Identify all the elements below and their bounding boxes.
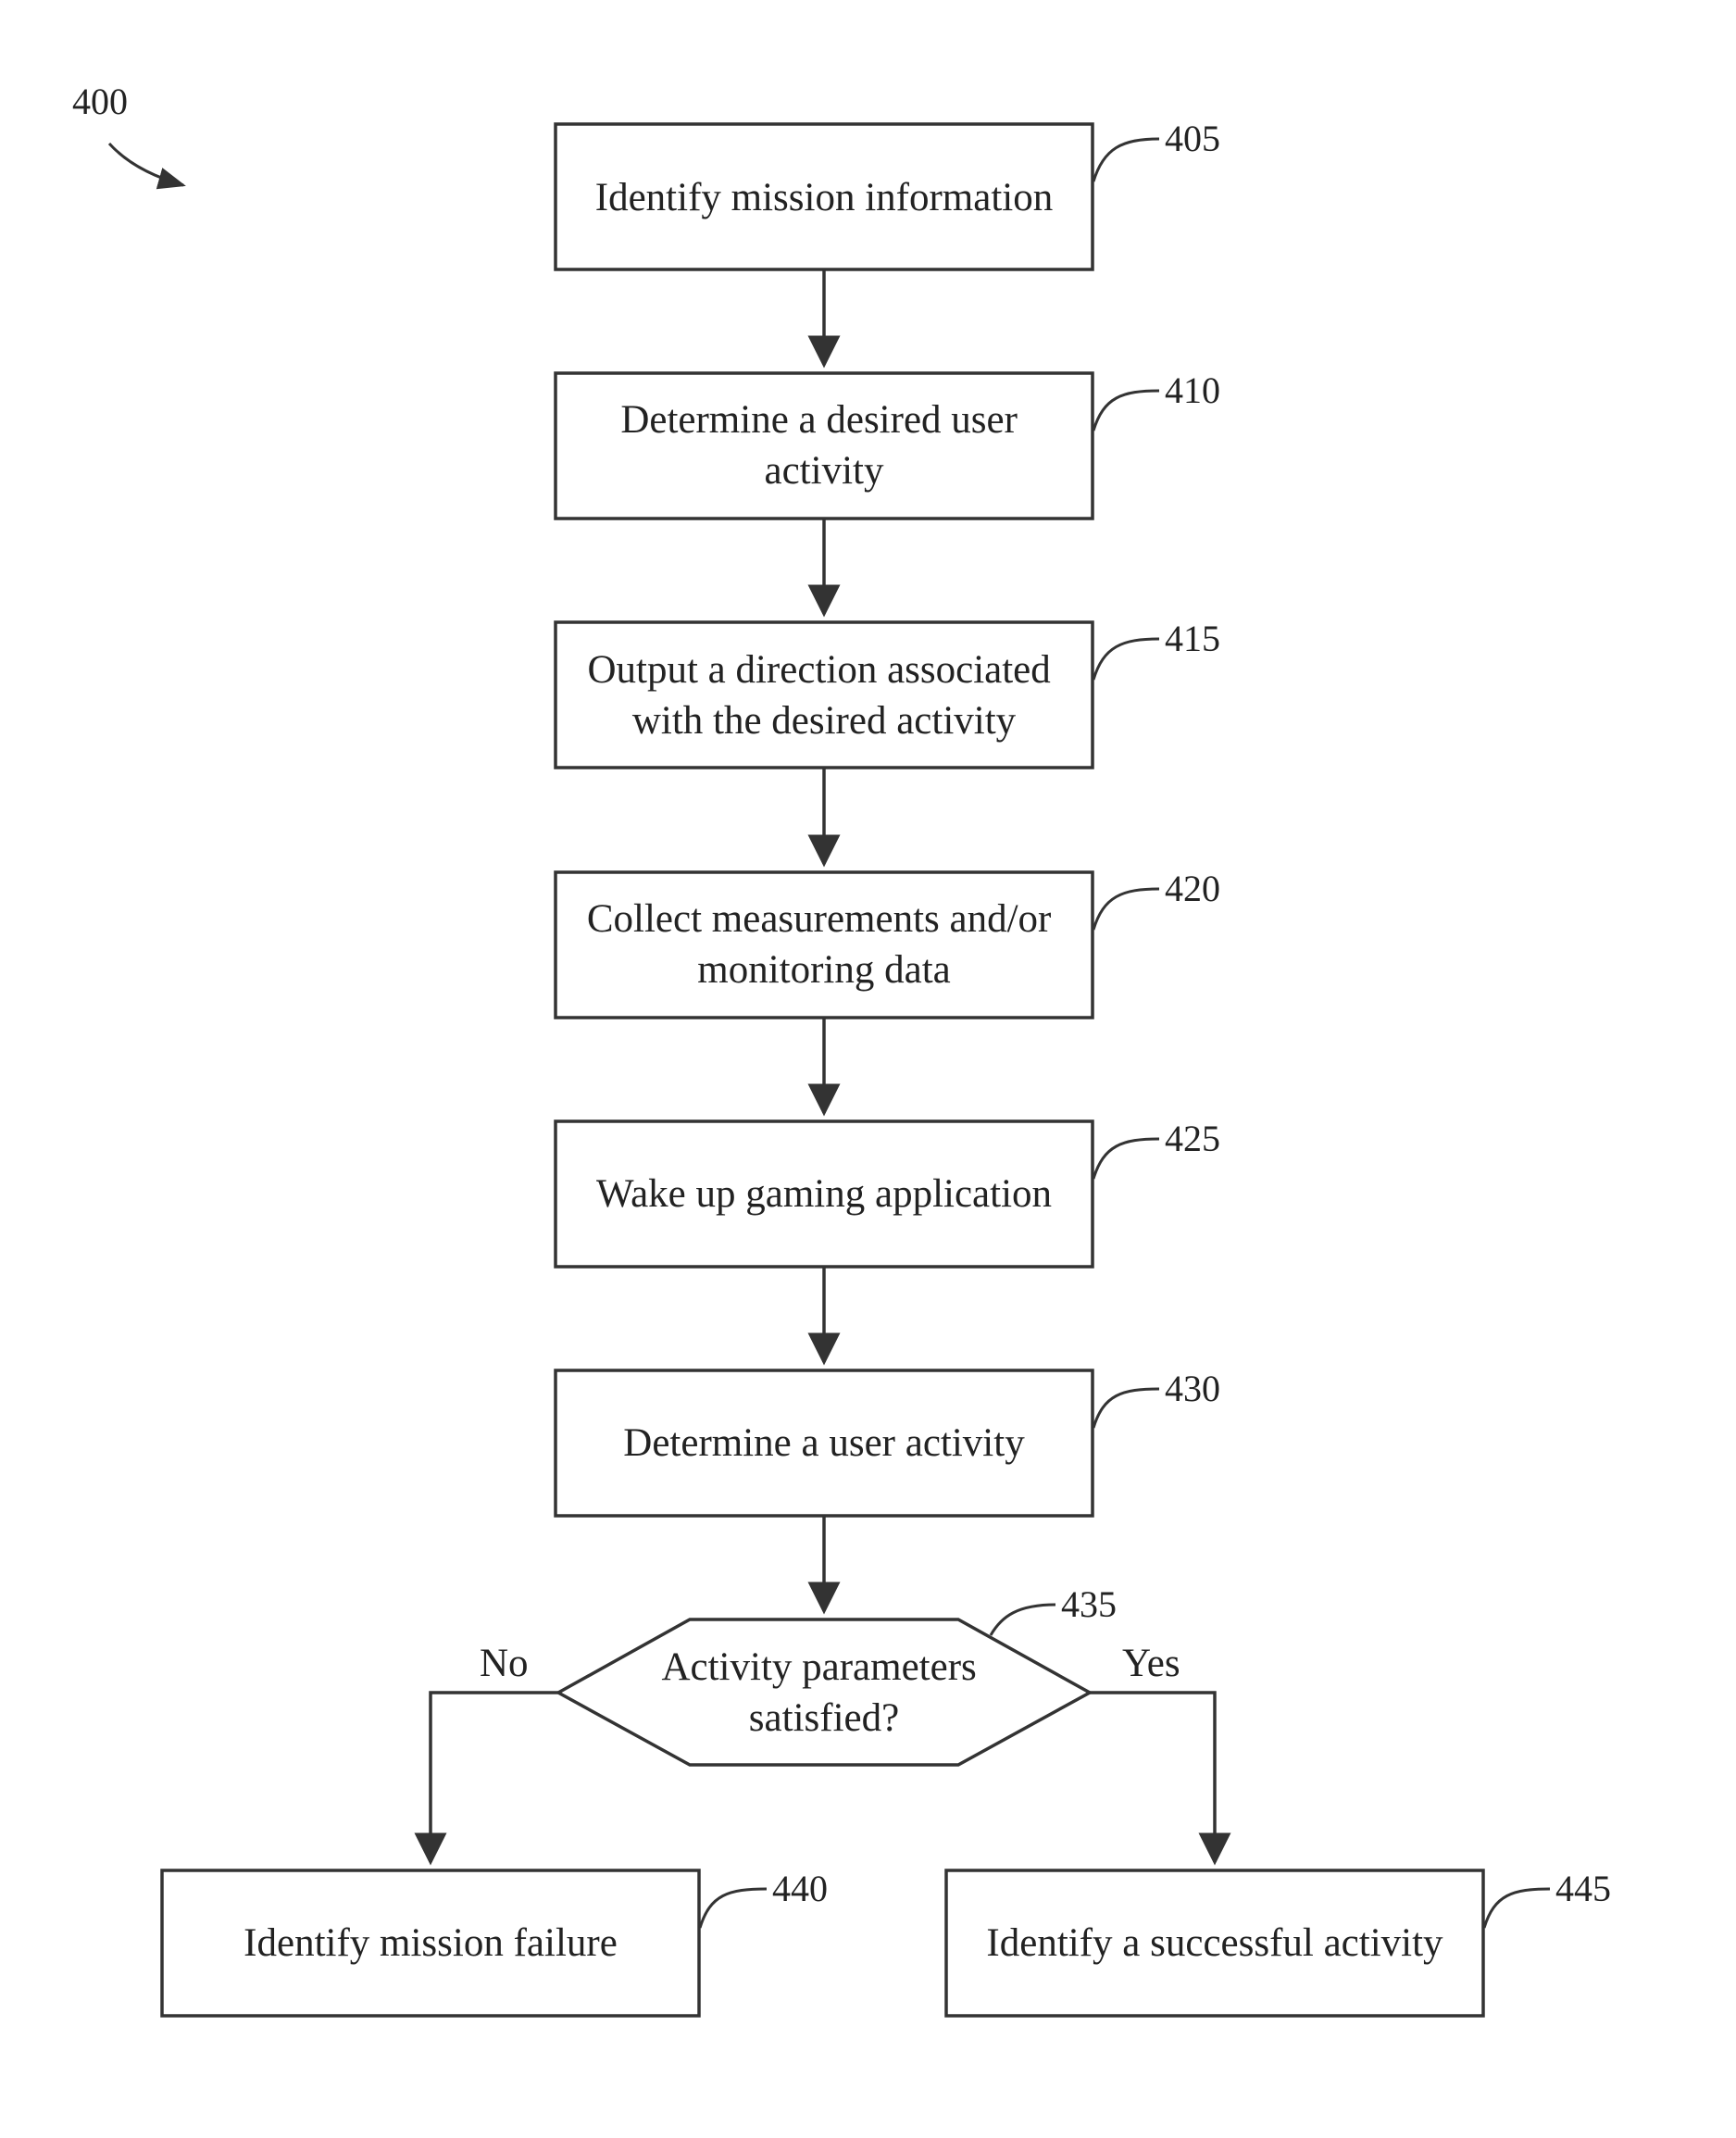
yes-branch-label: Yes: [1122, 1642, 1180, 1685]
decision-435-ref: 435: [1061, 1583, 1117, 1625]
step-425-text: Wake up gaming application: [596, 1172, 1052, 1216]
figure-pointer-arrow: [109, 144, 183, 185]
step-425-ref: 425: [1165, 1118, 1220, 1159]
step-420-group: Collect measurements and/or monitoring d…: [556, 868, 1220, 1018]
no-branch-label: No: [480, 1642, 529, 1685]
outcome-440-ref-leader: [700, 1889, 767, 1928]
step-415-ref-leader: [1093, 639, 1159, 680]
step-415-box: [556, 622, 1093, 768]
step-430-ref: 430: [1165, 1368, 1220, 1409]
decision-435-ref-leader: [991, 1605, 1055, 1635]
outcome-445-group: Identify a successful activity 445: [946, 1868, 1611, 2016]
step-420-ref: 420: [1165, 868, 1220, 909]
step-405-ref-leader: [1093, 139, 1159, 181]
step-415-group: Output a direction associated with the d…: [556, 618, 1220, 768]
step-405-text: Identify mission information: [595, 176, 1053, 219]
outcome-440-ref: 440: [772, 1868, 828, 1909]
decision-435-group: Activity parameters satisfied? 435: [558, 1583, 1117, 1765]
step-405-group: Identify mission information 405: [556, 118, 1220, 269]
step-420-box: [556, 872, 1093, 1018]
step-405-ref: 405: [1165, 118, 1220, 159]
outcome-440-text: Identify mission failure: [244, 1921, 618, 1965]
decision-435-hexagon: [558, 1619, 1090, 1765]
outcome-445-ref-leader: [1484, 1889, 1550, 1928]
figure-number: 400: [72, 81, 128, 122]
step-410-ref-leader: [1093, 391, 1159, 431]
outcome-445-ref: 445: [1555, 1868, 1611, 1909]
step-430-ref-leader: [1093, 1389, 1159, 1428]
outcome-445-text: Identify a successful activity: [986, 1921, 1443, 1965]
step-410-group: Determine a desired user activity 410: [556, 369, 1220, 519]
step-430-text: Determine a user activity: [623, 1421, 1025, 1465]
step-410-ref: 410: [1165, 369, 1220, 411]
step-410-box: [556, 373, 1093, 519]
step-415-ref: 415: [1165, 618, 1220, 659]
step-425-group: Wake up gaming application 425: [556, 1118, 1220, 1267]
step-420-ref-leader: [1093, 889, 1159, 930]
step-425-ref-leader: [1093, 1139, 1159, 1179]
arrow-yes-to-445: [1090, 1693, 1215, 1862]
step-430-group: Determine a user activity 430: [556, 1368, 1220, 1516]
outcome-440-group: Identify mission failure 440: [162, 1868, 828, 2016]
arrow-no-to-440: [431, 1693, 558, 1862]
